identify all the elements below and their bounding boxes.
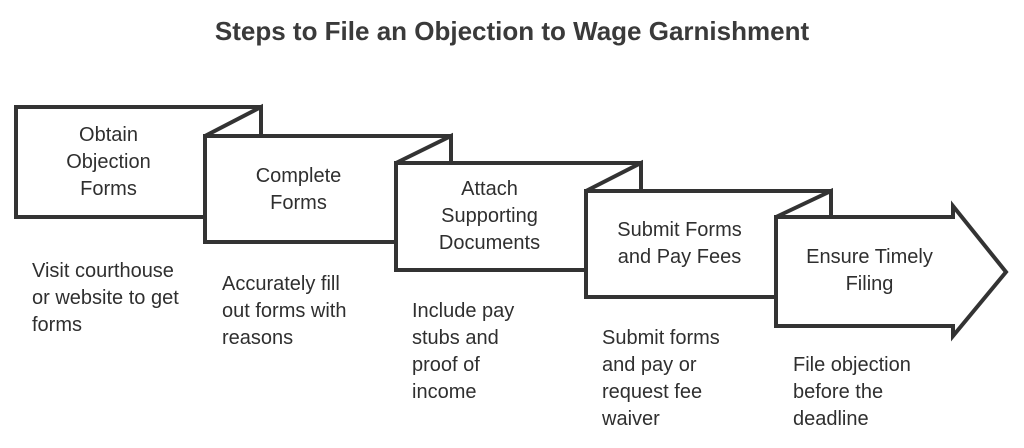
step-2-description-line: reasons — [222, 327, 294, 349]
step-5-description-line: before the — [793, 381, 884, 403]
step-3-description-line: stubs and — [412, 327, 499, 349]
step-4-label: Submit Forms and Pay Fees — [586, 217, 773, 271]
step-4-description-line: waiver — [602, 408, 660, 430]
step-3-description-line: proof of — [412, 354, 480, 376]
step-5-arrow — [774, 200, 1009, 342]
step-2-description-line: out forms with — [222, 300, 347, 322]
step-1-description: Visit courthouse or website to get forms — [32, 258, 179, 339]
step-5-description-line: File objection — [793, 354, 911, 376]
step-1-description-line: or website to get — [32, 287, 179, 309]
step-3-label-line: Attach — [461, 178, 518, 200]
step-2-label-line: Complete — [255, 165, 342, 187]
step-2-label: Complete Forms — [205, 163, 392, 217]
step-5-label-line: Filing — [845, 273, 894, 295]
step-2-label-line: Forms — [270, 192, 327, 214]
step-1-description-line: Visit courthouse — [32, 260, 174, 282]
step-4-description-line: Submit forms — [602, 327, 720, 349]
step-3-label-line: Documents — [438, 232, 541, 254]
step-1-label-line: Forms — [80, 178, 137, 200]
step-4-label-line: Submit Forms — [617, 219, 742, 241]
step-1-label: Obtain Objection Forms — [16, 122, 201, 203]
step-5-description: File objection before the deadline — [793, 352, 911, 433]
step-3-label-line: Supporting — [441, 205, 538, 227]
step-3-description: Include pay stubs and proof of income — [412, 298, 514, 406]
step-3-description-line: income — [412, 381, 477, 403]
step-1-label-line: Obtain — [79, 124, 138, 146]
step-4-label-line: and Pay Fees — [617, 246, 742, 268]
step-1-description-line: forms — [32, 314, 82, 336]
diagram-title: Steps to File an Objection to Wage Garni… — [214, 16, 810, 46]
step-2-description: Accurately fill out forms with reasons — [222, 271, 346, 352]
step-2-description-line: Accurately fill — [222, 273, 340, 295]
step-3-description-line: Include pay — [412, 300, 515, 322]
step-5-description-line: deadline — [793, 408, 869, 430]
step-4-description-line: and pay or — [602, 354, 697, 376]
step-4-description-line: request fee — [602, 381, 703, 403]
step-5-label: Ensure Timely Filing — [776, 244, 963, 298]
step-4-description: Submit forms and pay or request fee waiv… — [602, 325, 720, 433]
step-5-label-line: Ensure Timely — [806, 246, 933, 268]
step-1-label-line: Objection — [66, 151, 151, 173]
step-3-label: Attach Supporting Documents — [396, 176, 583, 257]
